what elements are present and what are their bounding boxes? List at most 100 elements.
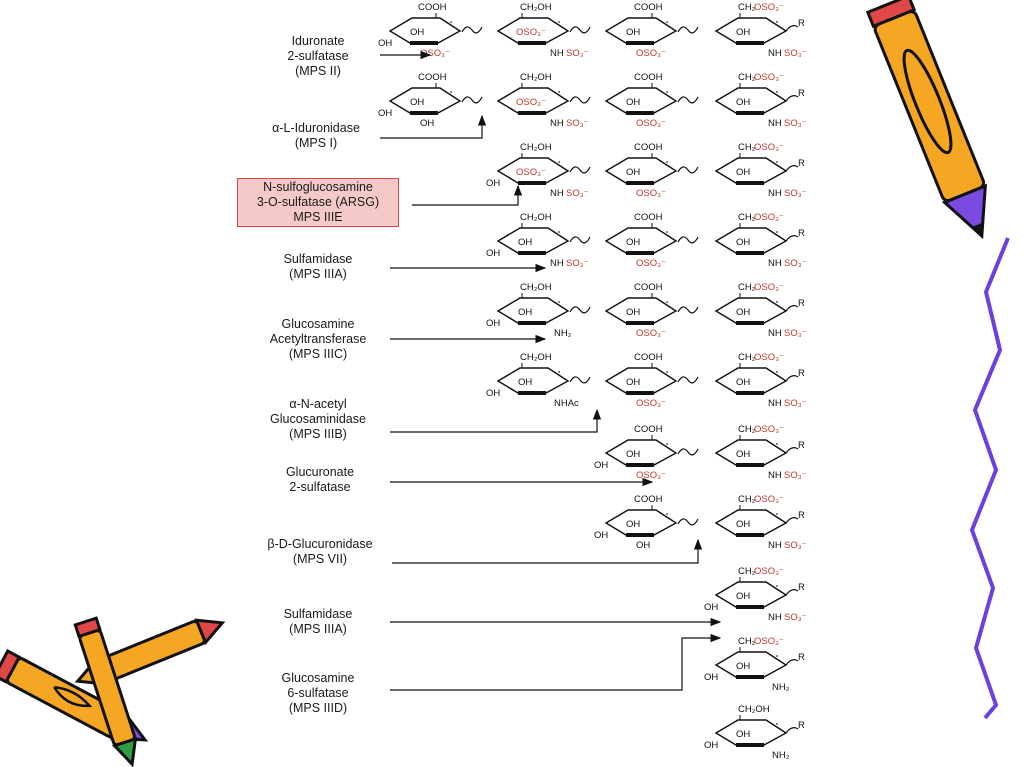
chem-label: OSO₃⁻	[754, 494, 784, 505]
glycosidic-link	[569, 96, 591, 104]
chem-label: OH	[626, 377, 640, 388]
chem-label: CH₂OH	[520, 72, 552, 83]
glycosidic-link	[569, 306, 591, 314]
enzyme-label-line: (MPS VII)	[292, 552, 348, 566]
chem-label: OSO₃⁻	[516, 97, 546, 108]
glycosidic-link	[677, 236, 699, 244]
chem-label: R	[798, 228, 805, 239]
glycosidic-link	[677, 166, 699, 174]
glycosidic-link	[677, 306, 699, 314]
chem-label: NH	[768, 470, 782, 481]
chem-label: R	[798, 720, 805, 731]
sugar-ring	[388, 17, 462, 45]
sugar-ring	[496, 17, 570, 45]
enzyme-label-glucosamine-6-sulfatase: Glucosamine 6-sulfatase (MPS IIID)	[268, 671, 368, 716]
enzyme-label-line: N-sulfoglucosamine	[263, 180, 373, 194]
sugar-ring	[714, 651, 788, 679]
chem-label: SO₃⁻	[566, 258, 589, 269]
chem-label: OH	[410, 27, 424, 38]
chem-label: OSO₃⁻	[754, 282, 784, 293]
glycosidic-link	[569, 376, 591, 384]
enzyme-label-iduronidase: α-L-Iduronidase (MPS I)	[256, 121, 376, 151]
chem-label: OH	[518, 307, 532, 318]
chem-label: NH	[768, 118, 782, 129]
sugar-ring	[496, 87, 570, 115]
glycosidic-link	[461, 96, 483, 104]
chem-label: NH	[768, 328, 782, 339]
chem-label: SO₃⁻	[784, 258, 807, 269]
chem-label: NH₂	[554, 328, 572, 339]
chem-label: OH	[704, 672, 718, 683]
chem-label: SO₃⁻	[784, 118, 807, 129]
chem-label: OH	[378, 38, 392, 49]
glycosidic-link	[677, 376, 699, 384]
enzyme-label-line: α-L-Iduronidase	[272, 121, 360, 135]
sugar-ring	[714, 297, 788, 325]
chem-label: CH₂OH	[520, 2, 552, 13]
sugar-ring	[604, 297, 678, 325]
enzyme-label-line: MPS IIIE	[293, 210, 343, 224]
chem-label: OH	[486, 248, 500, 259]
chem-label: CH₂	[738, 424, 756, 435]
enzyme-label-line: (MPS IIIB)	[289, 427, 347, 441]
chem-label: CH₂OH	[520, 282, 552, 293]
sugar-ring	[714, 439, 788, 467]
enzyme-label-iduronate-2-sulfatase: Iduronate 2-sulfatase (MPS II)	[268, 34, 368, 79]
chem-label: OSO₃⁻	[754, 424, 784, 435]
chem-label: R	[798, 510, 805, 521]
chem-label: COOH	[634, 2, 663, 13]
chem-label: OH	[378, 108, 392, 119]
chem-label: R	[798, 298, 805, 309]
sugar-ring	[714, 367, 788, 395]
glycosidic-link	[569, 26, 591, 34]
chem-label: OH	[626, 449, 640, 460]
enzyme-label-line: (MPS IIID)	[288, 701, 348, 715]
enzyme-label-line: Sulfamidase	[283, 607, 353, 621]
chem-label: OH	[486, 178, 500, 189]
chem-label: SO₃⁻	[566, 188, 589, 199]
chem-label: OSO₃⁻	[754, 142, 784, 153]
glycosidic-link	[677, 96, 699, 104]
chem-label: OSO₃⁻	[636, 118, 666, 129]
chem-label: SO₃⁻	[784, 612, 807, 623]
sugar-ring	[604, 509, 678, 537]
enzyme-label-line: Glucuronate	[285, 465, 355, 479]
chem-label: R	[798, 158, 805, 169]
enzyme-label-sulfamidase: Sulfamidase (MPS IIIA)	[268, 252, 368, 282]
sugar-ring	[604, 87, 678, 115]
sugar-ring	[714, 719, 788, 747]
chem-label: OSO₃⁻	[754, 72, 784, 83]
chem-label: CH₂	[738, 566, 756, 577]
sugar-ring	[714, 157, 788, 185]
chem-label: NH	[768, 188, 782, 199]
cleavage-arrow	[390, 633, 722, 691]
chem-label: R	[798, 18, 805, 29]
chem-label: OH	[736, 167, 750, 178]
chem-label: SO₃⁻	[566, 118, 589, 129]
chem-label: OH	[518, 377, 532, 388]
chem-label: OH	[736, 519, 750, 530]
pencil-clipart-icon	[865, 0, 988, 240]
enzyme-label-line: β-D-Glucuronidase	[267, 537, 373, 551]
crossed-pencils-clipart-icon	[0, 616, 226, 767]
chem-label: OSO₃⁻	[636, 188, 666, 199]
chem-label: R	[798, 88, 805, 99]
chem-label: CH₂	[738, 72, 756, 83]
chem-label: OSO₃⁻	[754, 2, 784, 13]
chem-label: COOH	[634, 352, 663, 363]
chem-label: OH	[736, 449, 750, 460]
purple-zigzag-decoration	[970, 237, 1010, 720]
enzyme-label-line: 6-sulfatase	[287, 686, 349, 700]
chem-label: OH	[486, 388, 500, 399]
sugar-ring	[714, 581, 788, 609]
sugar-ring	[496, 157, 570, 185]
enzyme-label-line: Glucosamine	[281, 317, 355, 331]
chem-label: SO₃⁻	[784, 470, 807, 481]
sugar-ring	[496, 367, 570, 395]
chem-label: COOH	[418, 72, 447, 83]
sugar-ring	[604, 367, 678, 395]
chem-label: OSO₃⁻	[636, 398, 666, 409]
enzyme-label-line: Acetyltransferase	[269, 332, 367, 346]
chem-label: NH	[550, 188, 564, 199]
